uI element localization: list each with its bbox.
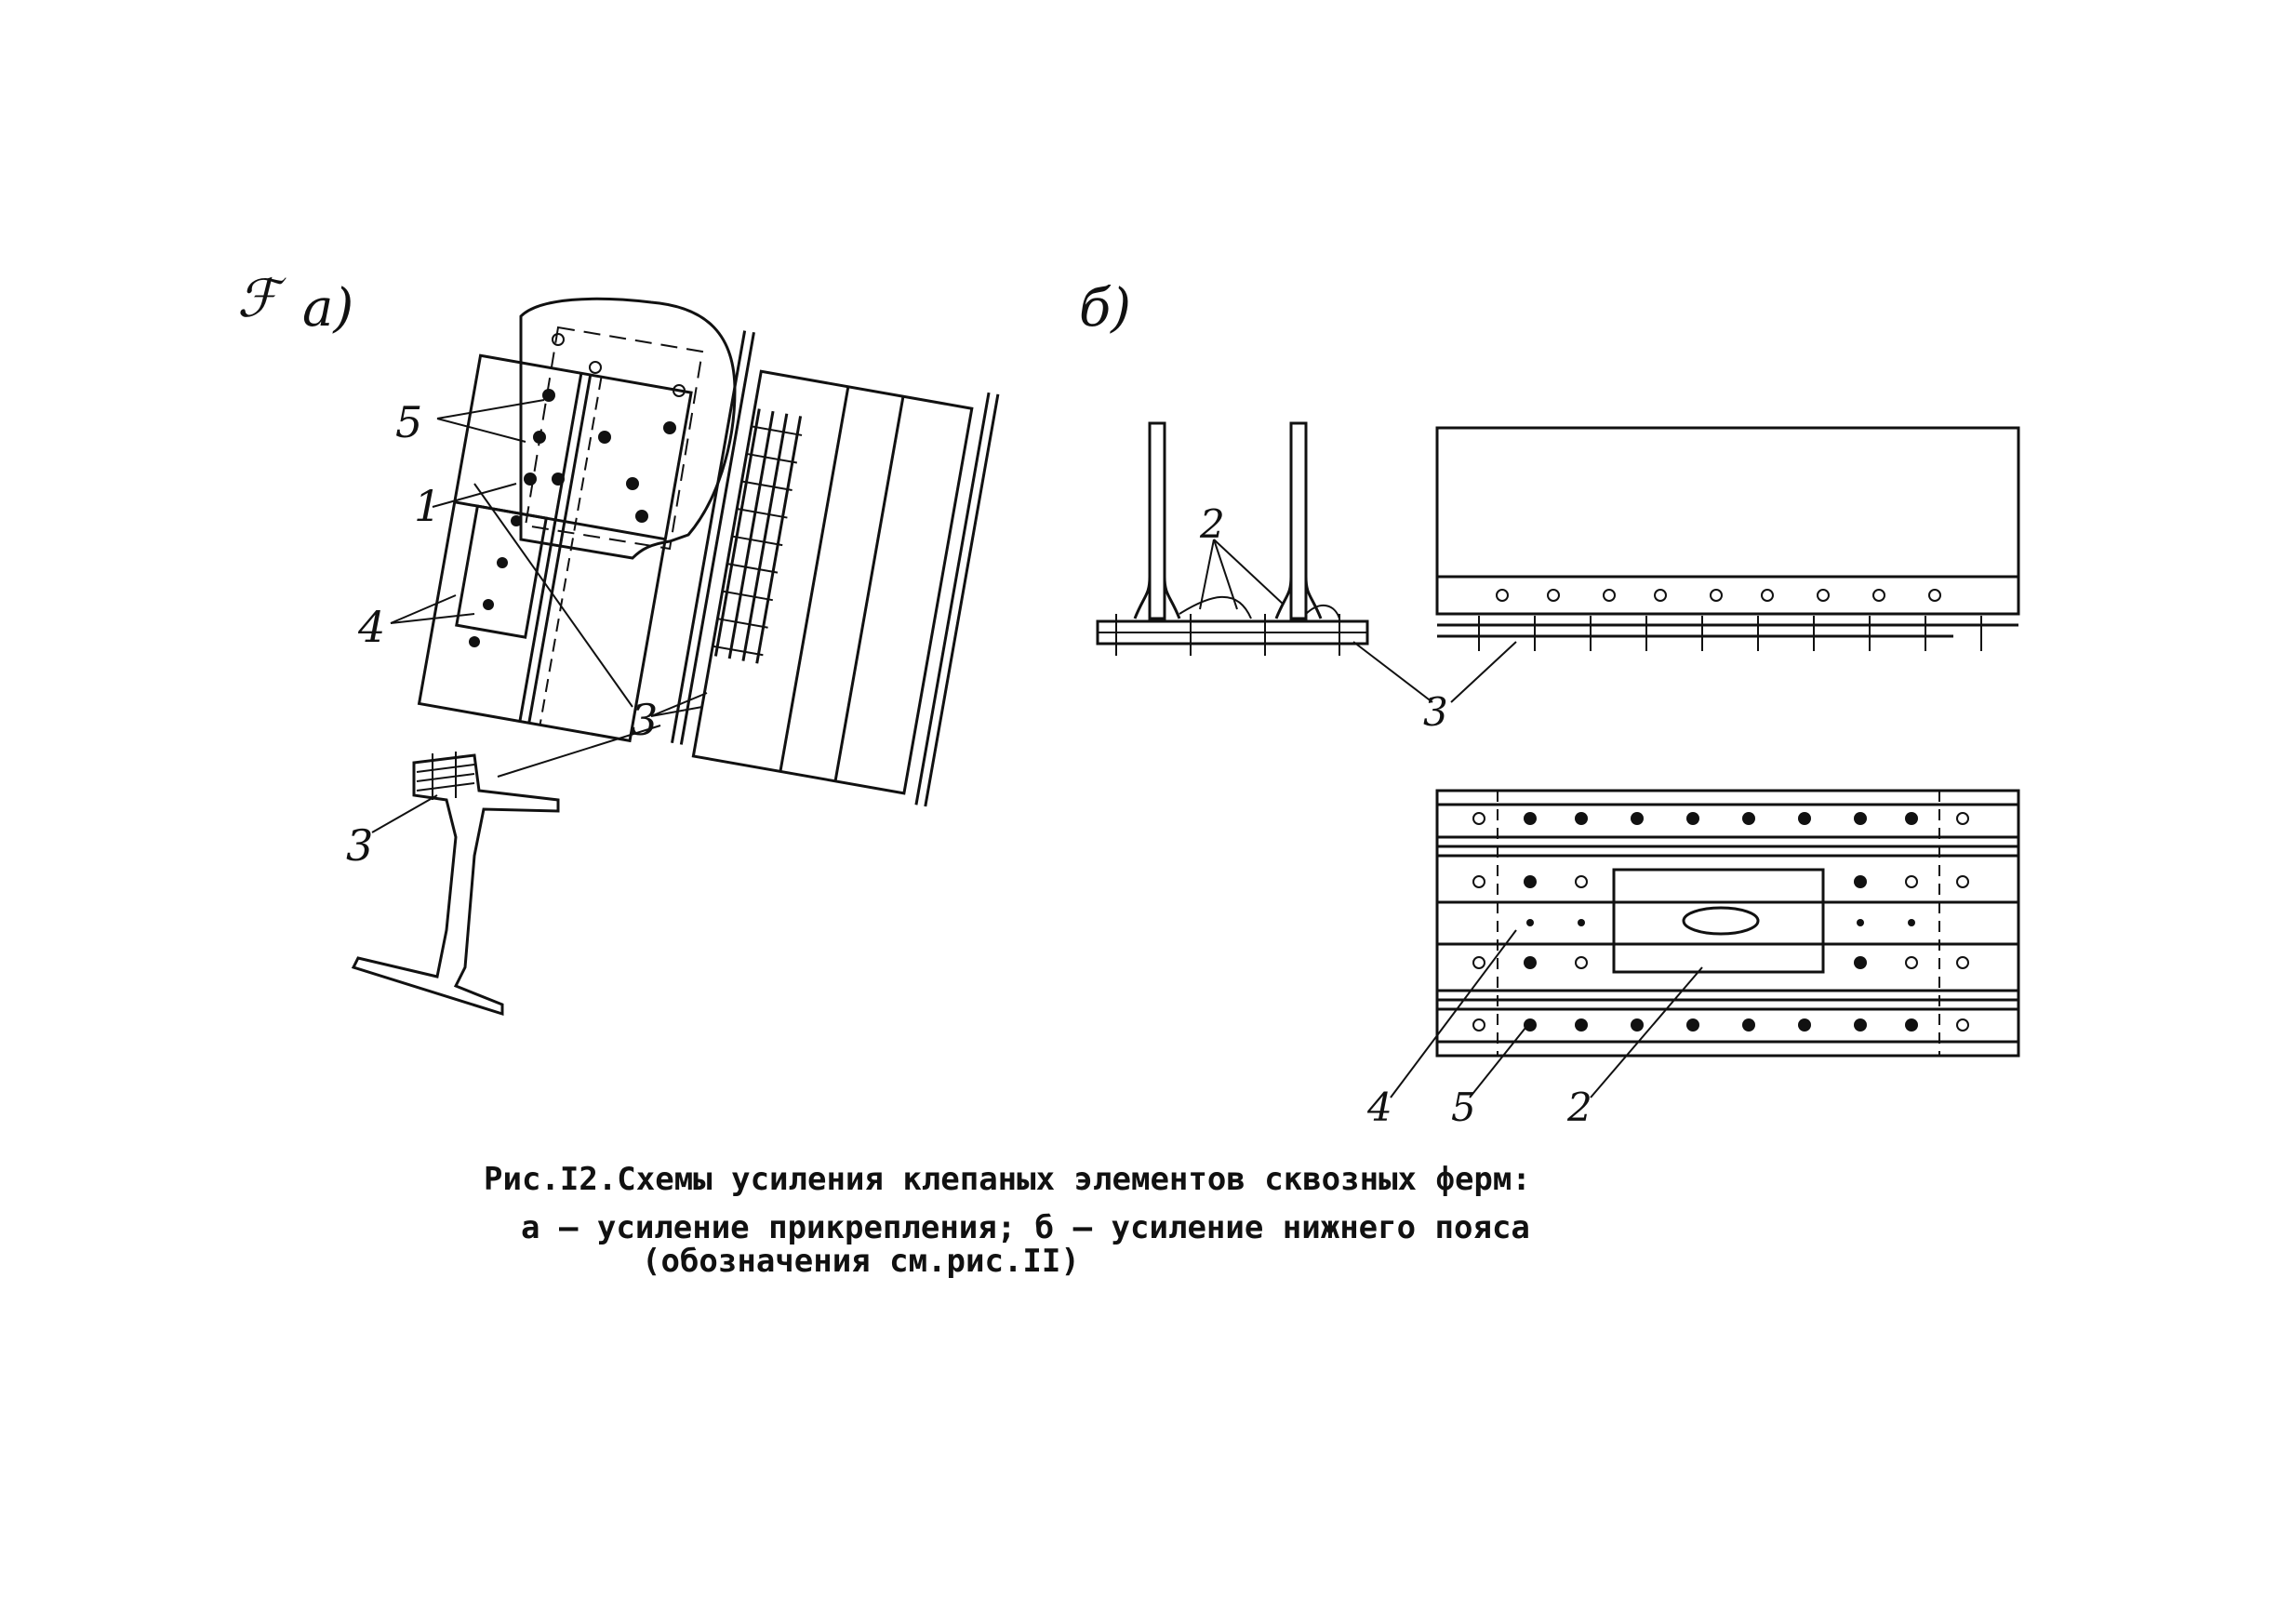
panel-b-title: б) (1079, 278, 1131, 339)
caption-line-3: (обозначения см.рис.II) (642, 1243, 1080, 1280)
panel-a-title: а) (302, 278, 353, 339)
panel-a-drawing: ℱ а) (237, 269, 1000, 1017)
panel-a-marker: ℱ (237, 269, 286, 329)
reinforcement-plate-plan (1612, 868, 1825, 974)
defect-opening (1682, 906, 1760, 936)
weld-seam-grid (713, 408, 803, 664)
connection-zone-dashed (524, 326, 704, 551)
caption-line-1: Рис.I2.Схемы усиления клепаных элементов… (484, 1161, 1531, 1198)
rivets-group-a (469, 333, 686, 647)
label-3-b: 3 (1423, 689, 1448, 735)
leaders-a (371, 399, 708, 833)
label-4-b: 4 (1366, 1085, 1392, 1130)
leaders-b (1199, 539, 1703, 1098)
chord-member (671, 330, 1000, 807)
plan-view-b (1435, 789, 2020, 1058)
caption-line-2: а – усиление прикрепления; б – усиление … (521, 1209, 1530, 1246)
label-3-a-lower: 3 (346, 820, 373, 871)
label-2-b-plan: 2 (1566, 1085, 1592, 1130)
rivets-plan (1472, 812, 1969, 1032)
diagonal-member (417, 353, 693, 743)
label-4-a: 4 (357, 602, 385, 652)
label-5-b: 5 (1451, 1085, 1476, 1130)
label-5-a: 5 (395, 397, 422, 447)
label-3-a-upper: 3 (631, 695, 658, 745)
cross-section-b (1096, 421, 1369, 656)
panel-b-drawing: б) (1079, 278, 2020, 1130)
reinforcement-plate-hatched (455, 504, 548, 639)
label-1-a: 1 (414, 481, 441, 531)
side-view-b (1435, 426, 2020, 651)
t-section (351, 752, 560, 1017)
label-2-b-section: 2 (1199, 501, 1225, 547)
